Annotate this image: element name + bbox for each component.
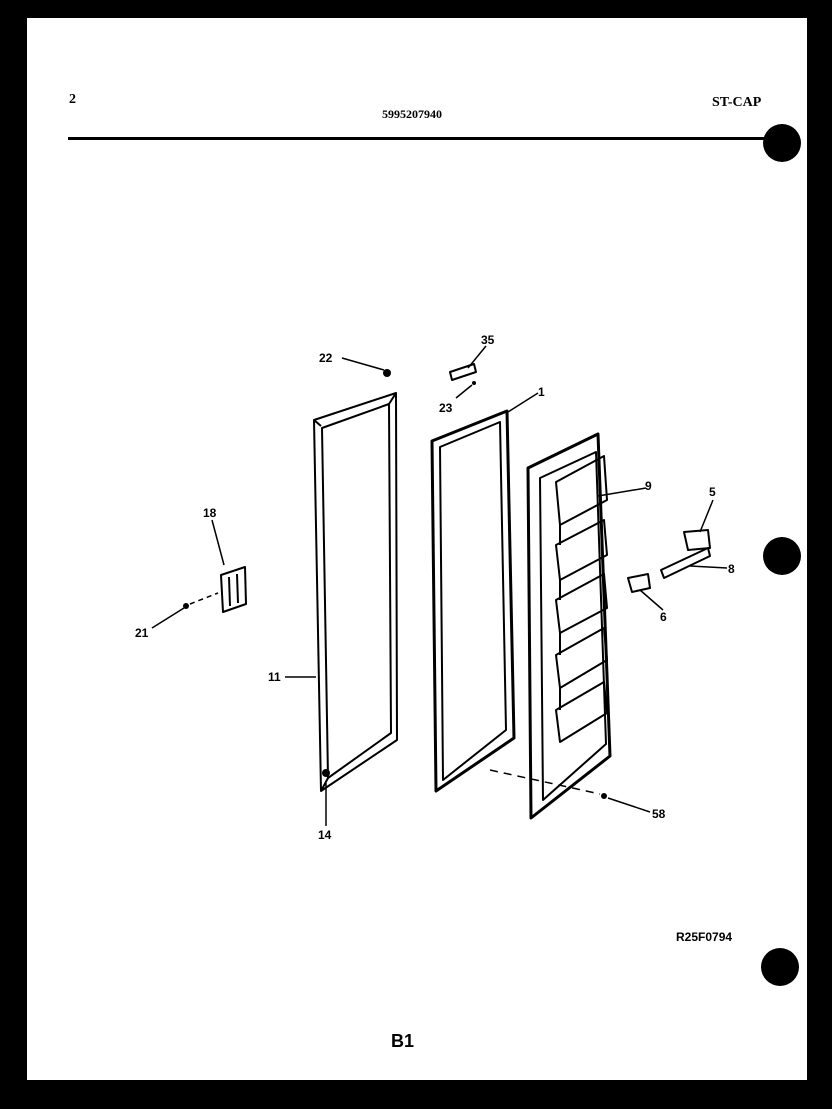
callout-23: 23	[439, 401, 453, 415]
callout-14: 14	[318, 828, 332, 842]
callout-18: 18	[203, 506, 217, 520]
inner-door-liner	[526, 432, 612, 820]
binder-hole-bottom	[761, 948, 799, 986]
callout-58: 58	[652, 807, 666, 821]
part-number: 5995207940	[382, 107, 442, 121]
leader-6	[639, 589, 664, 611]
screw-path-58	[489, 769, 601, 795]
leader-18	[211, 519, 225, 566]
callout-5: 5	[709, 485, 716, 499]
leader-23	[455, 384, 473, 399]
screw-path-21	[189, 592, 219, 605]
leader-5	[699, 499, 714, 533]
leader-9	[597, 487, 647, 497]
leader-58	[607, 797, 651, 813]
leader-21	[151, 607, 185, 629]
drawing-id: R25F0794	[676, 930, 733, 944]
leader-8	[689, 565, 728, 569]
model-code: ST-CAP	[712, 95, 762, 110]
header-rule	[68, 137, 778, 140]
callout-22: 22	[319, 351, 333, 365]
leader-1	[507, 392, 539, 413]
plug-14	[322, 769, 330, 777]
binder-hole-top	[763, 124, 801, 162]
callout-11: 11	[268, 670, 281, 684]
section-code: B1	[391, 1031, 415, 1051]
screw-22	[383, 369, 391, 377]
drawing-sheet	[27, 18, 807, 1080]
door-handle	[220, 566, 247, 613]
callout-1: 1	[538, 385, 545, 399]
outer-door-panel	[313, 392, 398, 792]
door-gasket	[430, 409, 516, 793]
screw-21	[183, 603, 189, 609]
shelf-bracket	[627, 529, 711, 593]
callout-21: 21	[135, 626, 149, 640]
callout-6: 6	[660, 610, 667, 624]
callout-8: 8	[728, 562, 735, 576]
screw-58	[601, 793, 607, 799]
callout-35: 35	[481, 333, 495, 347]
callout-9: 9	[645, 479, 652, 493]
leader-35	[467, 345, 487, 369]
screw-23	[472, 381, 476, 385]
binder-hole-middle	[763, 537, 801, 575]
hinge-pin	[449, 363, 477, 381]
leader-22	[341, 357, 385, 371]
page-number: 2	[69, 92, 76, 107]
